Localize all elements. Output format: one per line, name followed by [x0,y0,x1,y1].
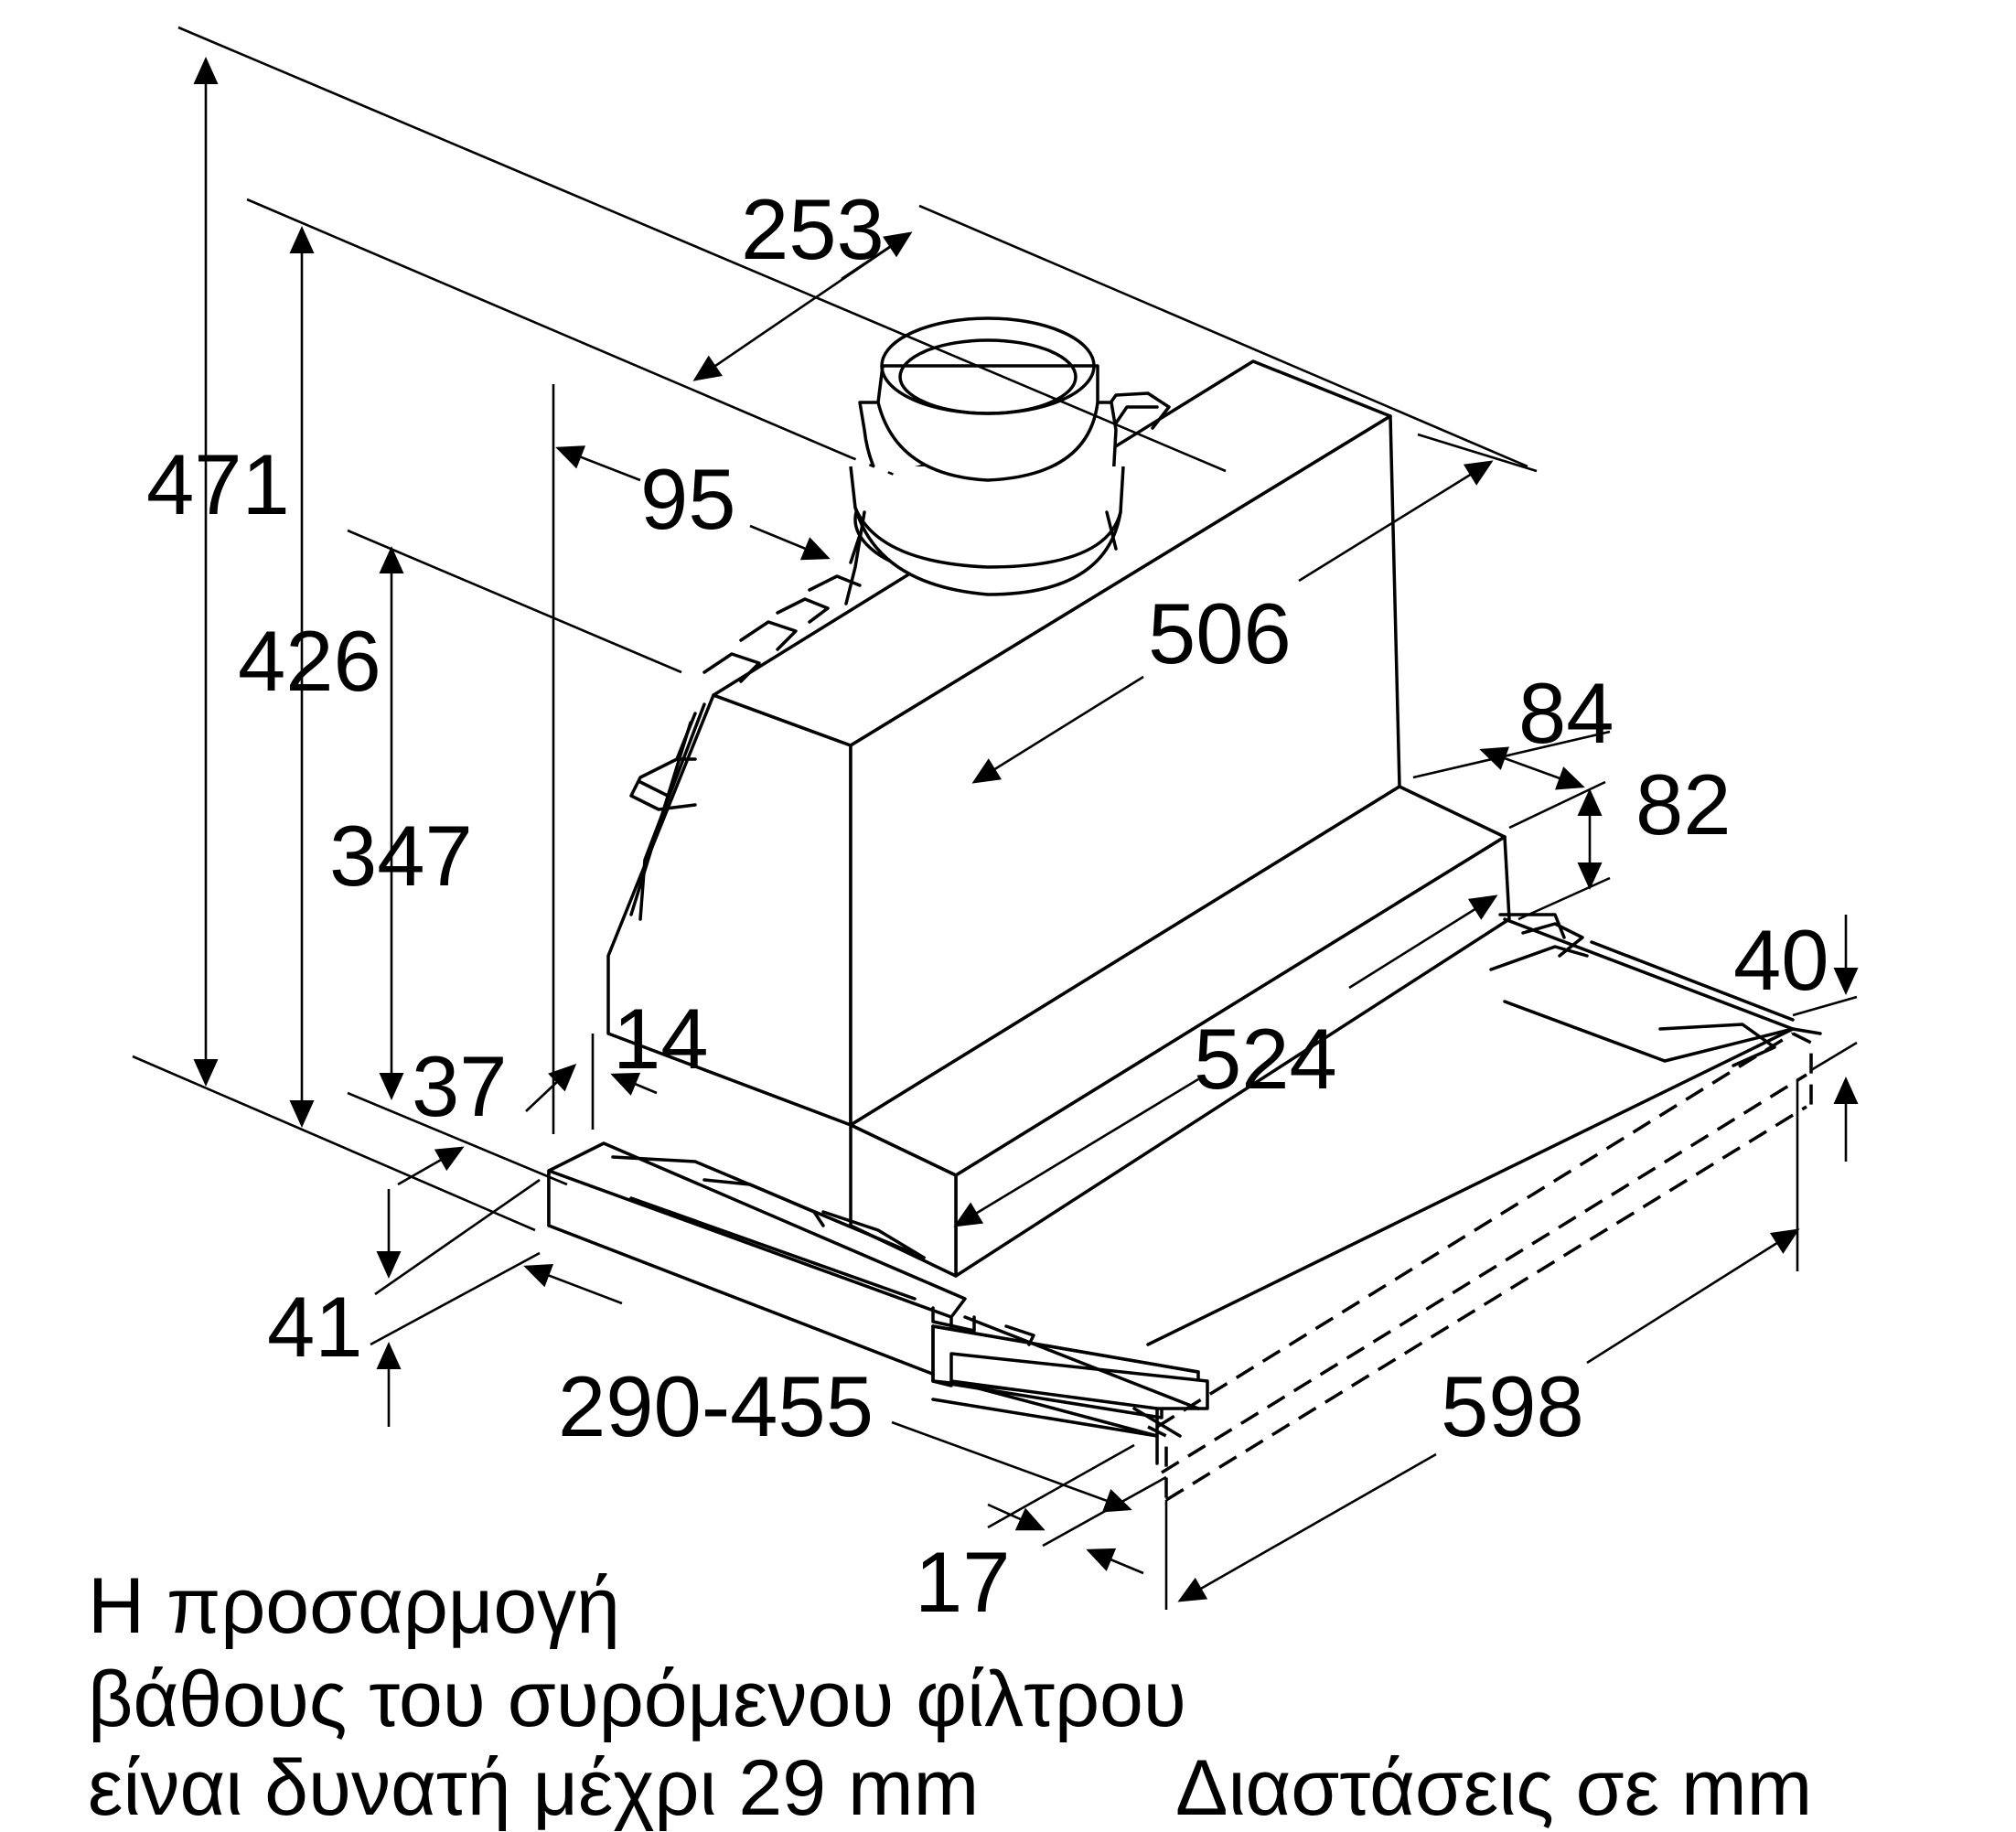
dimension-labels: 471 426 347 253 95 506 84 82 40 524 14 3… [146,181,1829,1630]
dim-rear-offset: 37 [412,1038,508,1134]
hood-outline [547,316,1822,1502]
dim-outlet-diameter: 253 [741,181,885,277]
dim-visor-front: 40 [1733,912,1829,1008]
dim-top-step-width: 84 [1518,665,1614,761]
dim-step-height: 82 [1635,756,1732,852]
depth-adjust-note-line3: είναι δυνατή μέχρι 29 mm [88,1744,980,1832]
units-note: Διαστάσεις σε mm [1175,1744,1813,1832]
dim-overall-height: 471 [146,436,290,532]
dim-outlet-offset: 95 [640,451,736,547]
dim-front-lip: 17 [915,1534,1011,1630]
dimension-arrows [193,57,1859,1602]
depth-adjust-note-line2: βάθους του συρόμενου φίλτρου [88,1655,1186,1743]
dim-wall-offset: 14 [613,991,709,1087]
dim-front-depth: 524 [1194,1011,1337,1107]
dim-visor-height: 41 [267,1279,363,1375]
dim-body-height: 347 [329,808,473,904]
dim-pull-out-range: 290-455 [558,1358,874,1454]
dim-overall-width: 598 [1441,1358,1584,1454]
depth-adjust-note-line1: Η προσαρμογή [88,1562,621,1650]
dim-body-width: 506 [1148,585,1292,681]
dim-chimney-height: 426 [238,613,381,709]
